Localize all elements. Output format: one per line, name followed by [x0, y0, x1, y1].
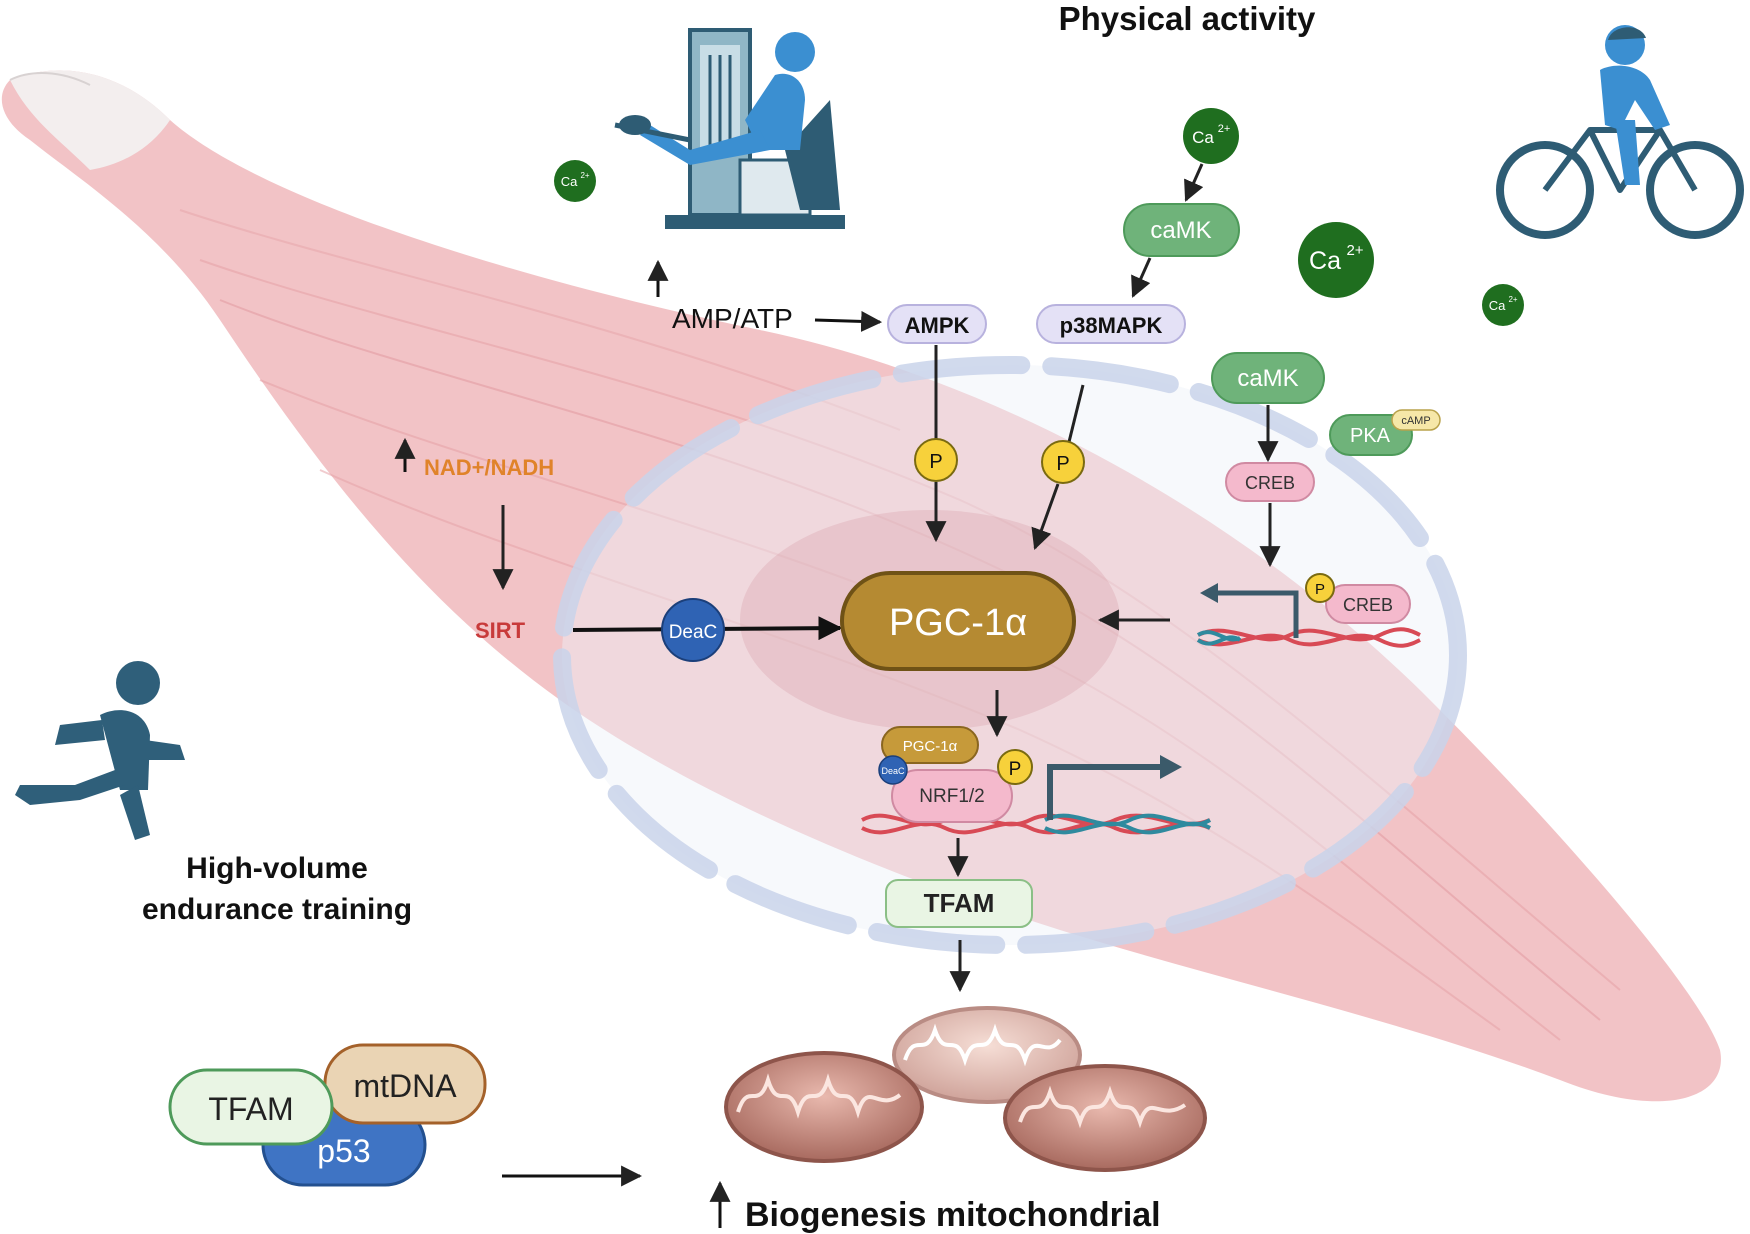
mitochondrion-icon: [1003, 1064, 1207, 1172]
biogenesis-label: Biogenesis mitochondrial: [745, 1196, 1161, 1234]
svg-text:P: P: [1056, 453, 1069, 475]
svg-text:NRF1/2: NRF1/2: [919, 786, 984, 807]
svg-text:PKA: PKA: [1350, 425, 1391, 447]
svg-text:CREB: CREB: [1343, 595, 1393, 615]
calcium-ion-large: Ca 2+: [1298, 222, 1374, 298]
svg-text:p53: p53: [317, 1133, 370, 1169]
tfam-center-node: TFAM: [885, 879, 1033, 928]
svg-text:DeaC: DeaC: [881, 766, 905, 776]
svg-text:Ca: Ca: [1489, 298, 1506, 313]
p38mapk-node: p38MAPK: [1036, 304, 1186, 344]
pgc1a-main-node: PGC-1α: [840, 571, 1076, 671]
svg-text:Ca: Ca: [561, 174, 578, 189]
svg-text:P: P: [1009, 759, 1022, 780]
svg-text:PGC-1α: PGC-1α: [903, 738, 958, 755]
sirt-label: SIRT: [475, 618, 526, 643]
mitochondrion-icon: [724, 1051, 924, 1163]
calcium-ion-right: Ca 2+: [1482, 284, 1524, 326]
cyclist-icon: [1496, 25, 1744, 239]
svg-text:caMK: caMK: [1150, 217, 1211, 244]
svg-text:p38MAPK: p38MAPK: [1060, 313, 1163, 338]
svg-text:TFAM: TFAM: [208, 1091, 293, 1127]
svg-text:2+: 2+: [1346, 242, 1363, 259]
training-label-line2: endurance training: [142, 893, 412, 926]
svg-text:2+: 2+: [580, 171, 589, 180]
camk-top: caMK: [1123, 203, 1240, 257]
svg-text:AMPK: AMPK: [905, 313, 970, 338]
svg-text:cAMP: cAMP: [1401, 415, 1430, 427]
pka-node: PKA cAMP: [1329, 409, 1441, 456]
svg-text:DeaC: DeaC: [669, 622, 718, 643]
svg-text:2+: 2+: [1508, 295, 1517, 304]
svg-text:PGC-1α: PGC-1α: [889, 602, 1027, 644]
mitochondrion-icon: [892, 1006, 1082, 1104]
svg-text:Ca: Ca: [1192, 128, 1214, 147]
title: Physical activity: [1059, 0, 1316, 37]
camk-middle: caMK: [1211, 352, 1325, 404]
calcium-ion-top: Ca 2+: [1183, 108, 1239, 164]
svg-text:P: P: [1315, 581, 1325, 598]
nrf-dna-complex: NRF1/2 PGC-1α DeaC P: [861, 726, 1212, 835]
runner-icon: [15, 661, 185, 840]
svg-text:mtDNA: mtDNA: [353, 1068, 457, 1104]
svg-text:2+: 2+: [1218, 123, 1231, 135]
nad-nadh-label: NAD+/NADH: [424, 455, 554, 480]
svg-text:CREB: CREB: [1245, 473, 1295, 493]
amp-atp-label: AMP/ATP: [672, 303, 793, 334]
svg-text:Ca: Ca: [1309, 247, 1341, 275]
calcium-ion-left: Ca 2+: [554, 160, 596, 202]
phospho-ampk: P: [914, 438, 958, 482]
training-label-line1: High-volume: [186, 852, 368, 885]
creb-dna-complex: CREB P: [1196, 573, 1421, 648]
svg-text:TFAM: TFAM: [924, 888, 995, 918]
ampk-node: AMPK: [887, 304, 987, 344]
svg-text:caMK: caMK: [1237, 365, 1298, 392]
svg-text:P: P: [929, 451, 942, 473]
creb-upper: CREB: [1225, 462, 1315, 502]
leg-press-machine-icon: [614, 28, 845, 229]
phospho-p38mapk: P: [1041, 440, 1085, 484]
tfam-mtdna-p53-complex: p53 mtDNA TFAM: [168, 1043, 487, 1187]
deac-node: DeaC: [661, 598, 725, 662]
